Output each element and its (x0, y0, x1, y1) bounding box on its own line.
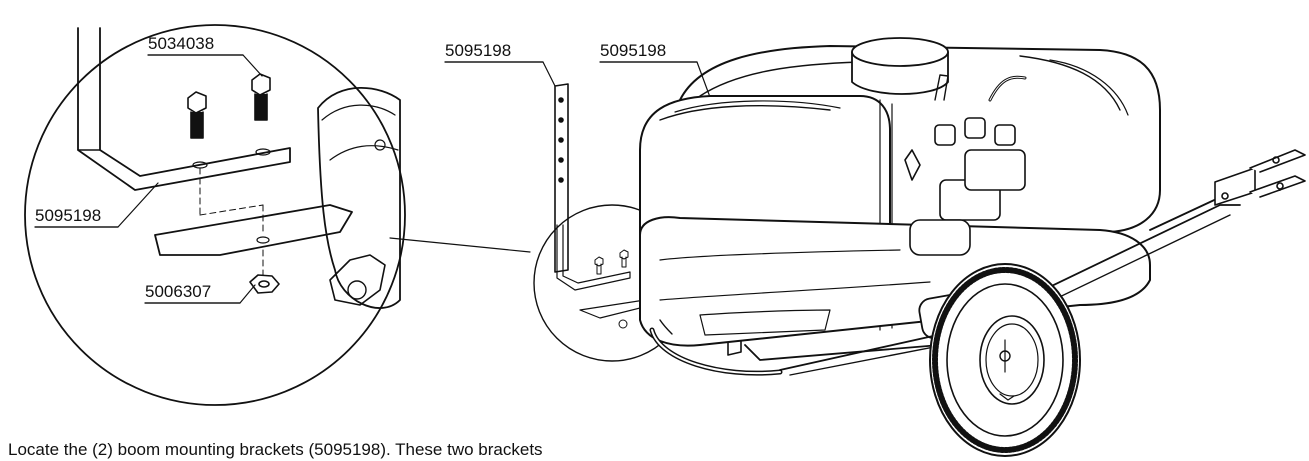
instruction-caption: Locate the (2) boom mounting brackets (5… (8, 440, 543, 459)
wheel (929, 263, 1081, 457)
trailer-frame (744, 149, 1306, 376)
part-label-bracket-right: 5095198 (600, 41, 667, 60)
sprayer-tank (639, 37, 1161, 376)
part-label-bracket-detail: 5095198 (35, 206, 102, 225)
part-label-bolt: 5034038 (148, 34, 215, 53)
bolt-right (251, 73, 271, 121)
bracket-left (444, 61, 569, 273)
nut (249, 274, 280, 294)
detail-view (24, 24, 531, 406)
part-label-bracket-left: 5095198 (445, 41, 512, 60)
bolt-left (187, 91, 207, 139)
part-label-nut: 5006307 (145, 282, 212, 301)
